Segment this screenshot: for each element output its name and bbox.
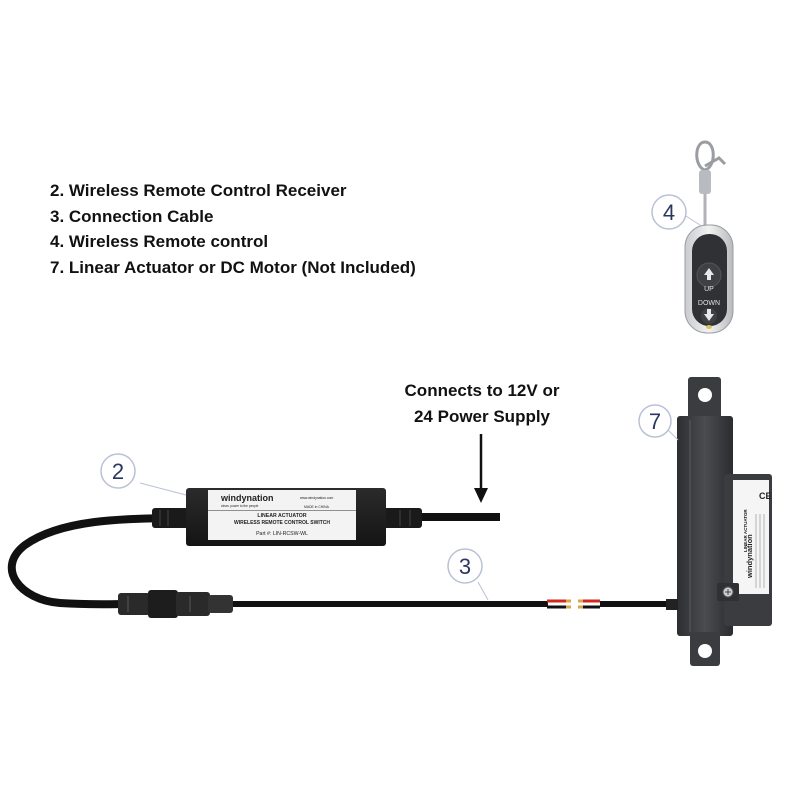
remote-down-label: DOWN <box>698 300 720 307</box>
callout-receiver-number: 2 <box>112 459 124 484</box>
callout-cable-number: 3 <box>459 554 471 579</box>
wire-ends-left <box>547 599 571 609</box>
legend-item-actuator: 7. Linear Actuator or DC Motor (Not Incl… <box>50 257 416 277</box>
legend-item-receiver: 2. Wireless Remote Control Receiver <box>50 181 347 200</box>
callout-actuator-number: 7 <box>649 409 661 434</box>
power-supply-note: Connects to 12V or 24 Power Supply <box>382 378 582 430</box>
legend-item-cable: 3. Connection Cable <box>50 206 214 226</box>
remote-up-label: UP <box>704 286 714 293</box>
callout-receiver: 2 <box>100 453 187 496</box>
callout-actuator: 7 <box>638 404 679 441</box>
legend-item-remote: 4. Wireless Remote control <box>50 232 269 251</box>
receiver-tagline: clean. power to the people <box>221 504 259 508</box>
receiver-title-2: WIRELESS REMOTE CONTROL SWITCH <box>234 520 330 526</box>
wire-ends-right <box>578 599 600 609</box>
receiver-brand: windynation <box>220 493 274 503</box>
wireless-receiver: windynation clean. power to the people w… <box>152 488 422 546</box>
receiver-output-cable <box>7 514 190 609</box>
wireless-remote: UP DOWN <box>684 140 734 334</box>
callout-cable: 3 <box>447 548 489 601</box>
power-note-line2: 24 Power Supply <box>413 407 551 426</box>
callout-remote: 4 <box>651 194 701 230</box>
receiver-website: www.windynation.com <box>300 496 334 500</box>
legend: 2. Wireless Remote Control Receiver 3. C… <box>50 178 416 280</box>
receiver-origin: MADE in CHINA <box>304 505 330 509</box>
power-arrow <box>474 434 488 503</box>
linear-actuator: CE windynation LINEAR ACTUATOR <box>666 377 772 666</box>
receiver-part: Part #: LIN-RCSW-WL <box>256 531 308 537</box>
actuator-title: LINEAR ACTUATOR <box>743 509 748 552</box>
actuator-brand: windynation <box>745 534 754 579</box>
callout-remote-number: 4 <box>663 200 675 225</box>
receiver-title-1: LINEAR ACTUATOR <box>257 513 306 519</box>
power-note-line1: Connects to 12V or <box>404 381 560 400</box>
actuator-ce-mark: CE <box>759 491 772 501</box>
inline-connector <box>118 590 233 618</box>
